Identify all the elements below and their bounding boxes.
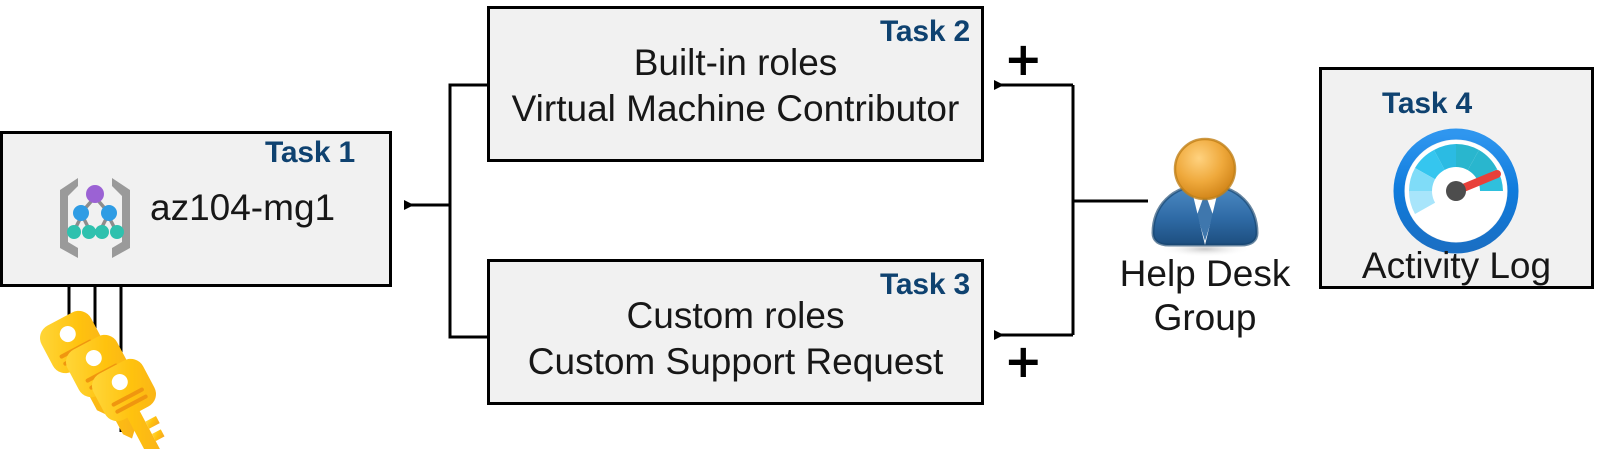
user-head-outline [1173, 137, 1237, 201]
gauge-ring [1393, 128, 1519, 254]
task3-box[interactable] [487, 259, 984, 405]
task4-label: Task 4 [1382, 87, 1472, 120]
connector-roles-to-mg [404, 83, 487, 339]
task3-line-2: Custom Support Request [527, 341, 944, 382]
help-desk-line-2: Group [1153, 297, 1257, 338]
mg-leaf-node [67, 225, 81, 239]
task1-text: az104-mg1 [150, 187, 336, 228]
gauge-hub [1446, 181, 1466, 201]
user-icon [1151, 137, 1259, 257]
task2-label: Task 2 [880, 15, 970, 48]
plus-task3-icon: + [1004, 334, 1043, 388]
task1-label: Task 1 [265, 136, 355, 169]
connector-group-to-roles [994, 80, 1148, 340]
task2-box[interactable] [487, 6, 984, 162]
keys-group [40, 310, 165, 449]
mg-leaf-node [82, 225, 96, 239]
plus-task2-icon: + [1004, 32, 1043, 86]
task3-line-1: Custom roles [626, 295, 845, 336]
mg-brackets [60, 178, 130, 258]
task1-box[interactable] [0, 131, 392, 287]
mg-leaf-node [110, 225, 124, 239]
mg-leaf-node [95, 225, 109, 239]
mg-root-node [86, 185, 104, 203]
gauge-icon [1393, 128, 1519, 254]
task2-line-2: Virtual Machine Contributor [511, 88, 960, 129]
mg-mid-node [73, 205, 89, 221]
help-desk-line-1: Help Desk [1119, 253, 1291, 294]
user-head [1175, 139, 1235, 199]
user-tie [1197, 193, 1213, 241]
key-icon [92, 358, 165, 449]
task2-line-1: Built-in roles [633, 42, 838, 83]
mg-mid-node [101, 205, 117, 221]
task4-text: Activity Log [1361, 245, 1552, 286]
task3-label: Task 3 [880, 268, 970, 301]
management-group-icon [60, 178, 130, 258]
